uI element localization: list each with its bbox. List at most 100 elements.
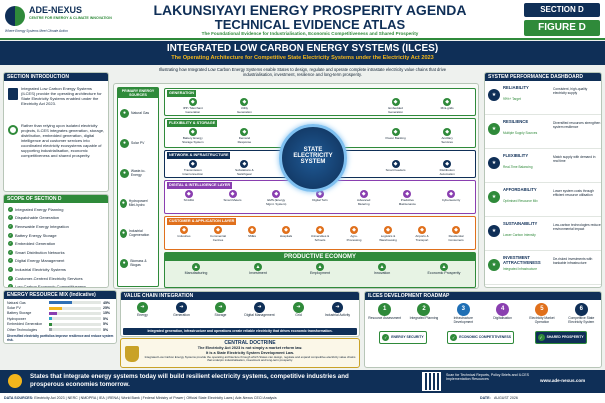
layer-item-icon: ◆ (240, 128, 249, 136)
footer-url[interactable]: www.ade-nexus.com (540, 378, 586, 383)
sources-label: DATA SOURCES: (4, 396, 34, 400)
mix-pct: 5% (103, 322, 109, 327)
layer-item: ◆Demand Response (233, 128, 255, 144)
roadmap-title: ILCES DEVELOPMENT ROADMAP (365, 292, 601, 300)
scope-item-label: Smart Distribution Networks (15, 249, 65, 255)
mix-bar-track (49, 328, 101, 332)
value-chain-panel: VALUE CHAIN INTEGRATION ➜Energy➜Generati… (120, 291, 360, 337)
layer-title: CUSTOMER & APPLICATION LAYER (167, 218, 237, 225)
scope-item: ✓Battery Energy Storage (8, 231, 104, 240)
value-chain-item: ➜Digital Management (243, 302, 277, 318)
vc-list: ➜Energy➜Generation➜Storage➜Digital Manag… (121, 300, 359, 320)
mix-label: Solar PV (7, 305, 21, 310)
check-icon: ✓ (8, 275, 13, 281)
primary-sources: PRIMARY ENERGY SOURCES ●Natural Gas●Sola… (117, 87, 159, 287)
mix-label: Battery Storage (7, 311, 32, 316)
layer-item: ◆Airports & Transport (411, 226, 433, 242)
mix-bar-track (49, 301, 101, 305)
source-icon: ● (120, 108, 129, 118)
scope-item: ✓Low-Carbon Economic Competitiveness (8, 282, 104, 288)
value-chain-icon: ➜ (254, 302, 265, 313)
mix-bar (49, 322, 52, 326)
check-icon: ✓ (8, 206, 13, 212)
figure-badge: FIGURE D (524, 20, 600, 36)
date-label: DATE: (480, 396, 491, 400)
layer-item-label: Battery Energy Storage System (182, 136, 204, 144)
outcome-label: ECONOMIC COMPETITIVENESS (459, 335, 511, 340)
page-title-2: TECHNICAL EVIDENCE ATLAS (214, 17, 406, 32)
productive-item: ▲Innovation (357, 263, 407, 276)
layer-item-icon: ◆ (391, 160, 400, 168)
layer-0: GENERATION◆IPP / Merchant Generation◆Uti… (164, 88, 476, 116)
mix-label: Natural Gas (7, 300, 26, 305)
core-line-2: ELECTRICITY (293, 153, 333, 159)
qr-code-icon[interactable] (422, 372, 441, 391)
section-badge: SECTION D (524, 3, 600, 17)
doctrine-line-1: The Electricity Act 2023 is not simply a… (197, 346, 303, 350)
layer-item-icon: ◆ (447, 190, 456, 198)
value-chain-caption: Integrated generation, infrastructure an… (123, 328, 357, 335)
layer-items: ◆IPP / Merchant Generation◆Utility Gener… (167, 98, 473, 114)
layer-item-label: SCADA (183, 198, 195, 202)
primary-source-label: Natural Gas (131, 111, 150, 115)
primary-source-item: ●Waste-to-Energy (118, 158, 158, 188)
layer-item-icon: ◆ (418, 226, 426, 234)
mix-label: Other Technologies (7, 327, 38, 332)
scope-item: ✓Integrated Energy Planning (8, 205, 104, 214)
section-intro-title: SECTION INTRODUCTION (4, 73, 108, 81)
check-icon: ✓ (8, 223, 13, 229)
doctrine-panel: CENTRAL DOCTRINE The Electricity Act 202… (120, 338, 360, 368)
layer-item: ◆Transmission Interconnection (182, 160, 204, 176)
perf-title: SYSTEM PERFORMANCE DASHBOARD (485, 73, 601, 81)
layer-4: CUSTOMER & APPLICATION LAYER◆Industries◆… (164, 216, 476, 250)
productive-title: PRODUCTIVE ECONOMY (165, 253, 475, 261)
logo-name: ADE-NEXUS (29, 5, 83, 15)
productive-label: Manufacturing (184, 271, 208, 275)
layer-item: ◆Power Banking (385, 128, 407, 144)
value-chain-label: Grid (295, 313, 302, 317)
layer-item-icon: ◆ (391, 128, 400, 136)
roadmap-step-label: Infrastructure Development (453, 316, 474, 324)
value-chain-item: ➜Industrial Activity (321, 302, 355, 318)
layer-title: GENERATION (167, 90, 197, 97)
scope-item: ✓Smart Distribution Networks (8, 248, 104, 257)
primary-source-item: ●Natural Gas (118, 98, 158, 128)
layer-item: ◆Advanced Metering (353, 190, 375, 206)
productive-label: Economic Prosperity (427, 271, 461, 275)
layer-item-icon: ◆ (240, 160, 249, 168)
scope-item-label: Low-Carbon Economic Competitiveness (15, 284, 87, 288)
doctrine-line-2: It is a State Electricity System Develop… (205, 351, 295, 355)
source-icon: ● (120, 258, 129, 268)
value-chain-label: Industrial Activity (324, 313, 351, 317)
value-chain-item: ➜Storage (204, 302, 238, 318)
mix-bar (49, 328, 52, 332)
layer-item-icon: ◆ (240, 98, 249, 106)
value-chain-item: ➜Energy (126, 302, 160, 318)
layer-item: ◆Smart Feeders (385, 160, 407, 176)
layer-item: ◆SCADA (178, 190, 200, 206)
check-icon: ✓ (8, 258, 13, 264)
value-chain-label: Storage (214, 313, 227, 317)
page-title-1: LAKUNSIYAYI ENERGY PROSPERITY AGENDA (153, 2, 467, 18)
check-icon: ✓ (8, 249, 13, 255)
primary-title: PRIMARY ENERGY SOURCES (118, 88, 158, 98)
mix-bar (49, 306, 62, 310)
mix-bar (49, 317, 52, 321)
value-chain-label: Energy (137, 313, 148, 317)
scope-item-label: Customer-Centred Electricity Services (15, 275, 83, 281)
perf-sub: Real-Time Balancing (503, 165, 533, 169)
perf-sub: Optimised Resource Mix (503, 199, 538, 203)
performance-panel: SYSTEM PERFORMANCE DASHBOARD ★RELIABILIT… (484, 72, 602, 288)
banner: INTEGRATED LOW CARBON ENERGY SYSTEMS (IL… (0, 41, 605, 65)
perf-sub: Lower Carbon Intensity (503, 233, 536, 237)
value-chain-icon: ➜ (332, 302, 343, 313)
perf-key: SUSTAINABILITY (503, 221, 538, 226)
